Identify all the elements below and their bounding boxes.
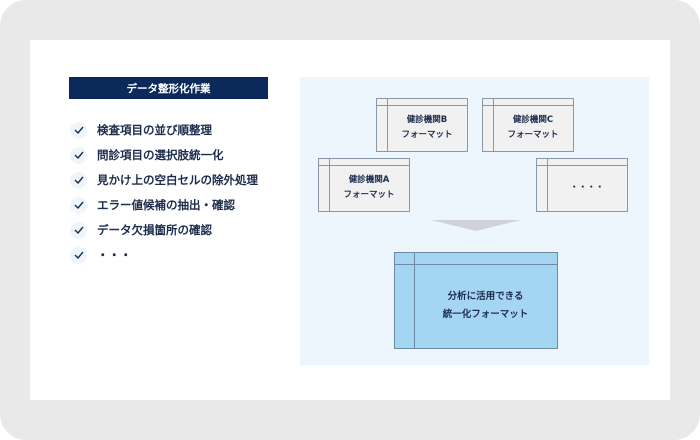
source-format-c: 健診機関C フォーマット <box>482 98 574 152</box>
check-icon <box>70 146 87 164</box>
down-arrow-icon <box>431 220 521 231</box>
task-label: エラー値候補の抽出・確認 <box>97 198 235 212</box>
source-format-b: 健診機関B フォーマット <box>376 98 468 152</box>
check-icon <box>70 121 87 139</box>
result-label: 統一化フォーマット <box>442 309 529 320</box>
task-label: データ欠損箇所の確認 <box>97 223 212 237</box>
task-label: 見かけ上の空白セルの除外処理 <box>97 173 258 187</box>
diagram-panel: 健診機関B フォーマット 健診機関C フォーマット 健診機関A フォーマット ・・・・… <box>300 77 649 365</box>
content-card: データ整形化作業 検査項目の並び順整理 問診項目の選択肢統一化 見かけ上の空白セ… <box>30 40 670 400</box>
source-label: 健診機関C <box>512 115 554 125</box>
task-item: エラー値候補の抽出・確認 <box>70 195 235 215</box>
source-format-more: ・・・・ <box>536 158 628 212</box>
section-title: データ整形化作業 <box>69 77 268 99</box>
source-label: ・・・・ <box>569 182 604 193</box>
task-item: 検査項目の並び順整理 <box>70 120 212 140</box>
source-label: フォーマット <box>343 190 395 200</box>
task-label: 検査項目の並び順整理 <box>97 123 212 137</box>
check-icon <box>70 246 87 264</box>
source-label: フォーマット <box>507 130 559 140</box>
source-format-a: 健診機関A フォーマット <box>318 158 410 212</box>
check-icon <box>70 196 87 214</box>
unified-format: 分析に活用できる統一化フォーマット <box>394 252 558 349</box>
task-label: ・・・ <box>97 248 132 262</box>
task-item: 問診項目の選択肢統一化 <box>70 145 224 165</box>
result-label: 分析に活用できる <box>447 291 524 302</box>
check-icon <box>70 221 87 239</box>
task-item: 見かけ上の空白セルの除外処理 <box>70 170 258 190</box>
task-item: ・・・ <box>70 245 132 265</box>
check-icon <box>70 171 87 189</box>
task-label: 問診項目の選択肢統一化 <box>97 148 224 162</box>
source-label: 健診機関B <box>406 115 448 125</box>
source-label: 健診機関A <box>348 175 390 185</box>
source-label: フォーマット <box>401 130 453 140</box>
task-item: データ欠損箇所の確認 <box>70 220 212 240</box>
